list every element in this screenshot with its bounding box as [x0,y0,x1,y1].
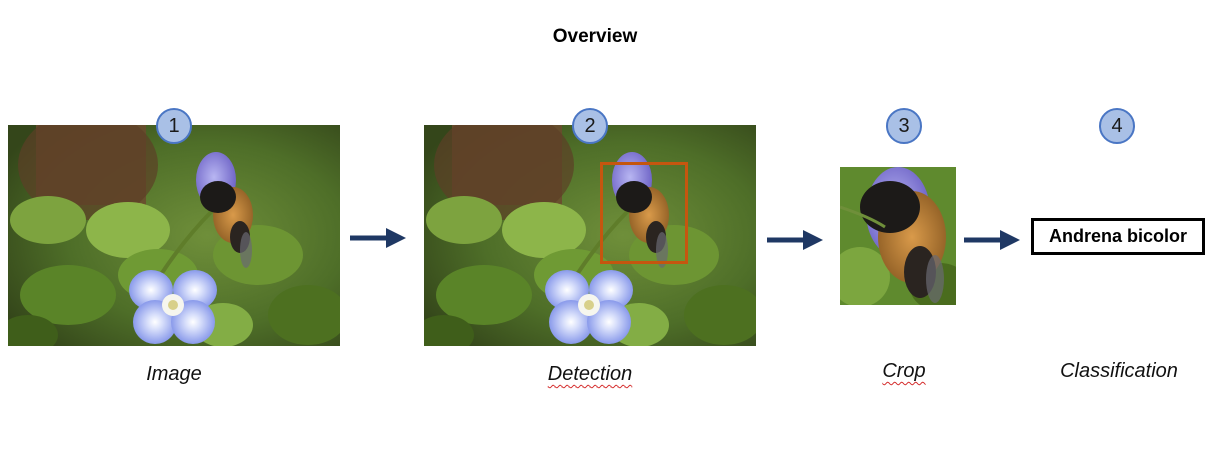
step-4-caption: Classification [1060,360,1178,382]
classification-result: Andrena bicolor [1031,218,1205,255]
detection-bounding-box [600,162,688,264]
arrow-icon [350,228,406,248]
detection-image [424,125,756,346]
step-4-badge: 4 [1099,108,1135,144]
arrow-icon [767,230,823,250]
arrow-icon [964,230,1020,250]
step-1-caption: Image [146,363,202,385]
step-2-badge: 2 [572,108,608,144]
step-3-caption: Crop [860,360,948,383]
step-1-badge: 1 [156,108,192,144]
step-3-caption-text: Crop [882,360,926,382]
step-3-badge: 3 [886,108,922,144]
page-title: Overview [552,26,638,47]
input-image [8,125,340,346]
step-2-caption-text: Detection [547,363,633,385]
crop-image [840,167,956,305]
step-2-caption: Detection [520,363,660,386]
